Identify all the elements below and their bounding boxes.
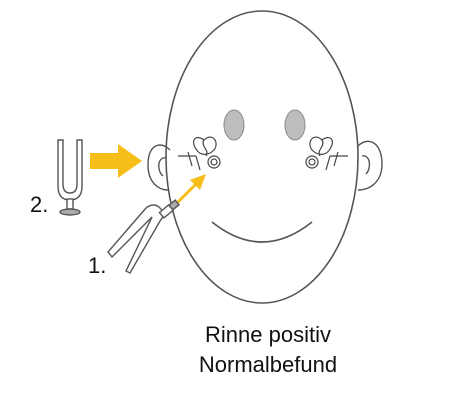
caption-line-2: Normalbefund <box>199 352 337 377</box>
arrow-icon <box>90 144 142 178</box>
right-eye <box>284 109 306 141</box>
caption-line-1: Rinne positiv <box>205 322 331 347</box>
tuning-fork-icon <box>107 199 180 274</box>
head-outline <box>165 10 359 304</box>
ear-icon <box>147 144 171 191</box>
step-1-label: 1. <box>88 253 106 278</box>
mouth-smile <box>211 221 313 243</box>
tuning-fork-icon <box>57 139 83 216</box>
step-2-label: 2. <box>30 192 48 217</box>
inner-ear-icon <box>178 136 221 171</box>
ear-icon <box>357 140 383 191</box>
left-eye <box>223 109 245 141</box>
arrow-icon <box>172 174 206 208</box>
inner-ear-icon <box>305 136 348 171</box>
